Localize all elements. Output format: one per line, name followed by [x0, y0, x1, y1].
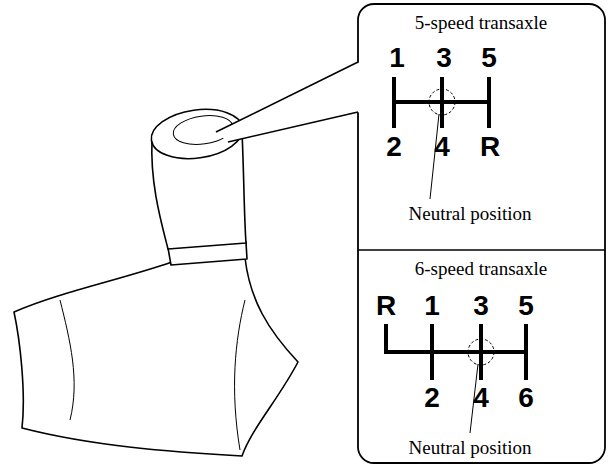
panel-divider	[358, 249, 605, 251]
shift-gate	[394, 100, 489, 104]
gear-label: 1	[389, 44, 405, 72]
callout-box	[358, 4, 605, 463]
gear-label: 5	[518, 292, 534, 320]
shift-gate	[479, 324, 483, 380]
gear-label: 3	[436, 44, 452, 72]
shift-gate	[524, 324, 528, 380]
gear-label: R	[480, 133, 500, 161]
callout-pointer	[216, 62, 360, 142]
shift-gate	[386, 324, 526, 352]
gear-label: 3	[473, 292, 489, 320]
gear-label: 2	[386, 133, 402, 161]
shift-boot	[14, 258, 298, 456]
gear-label: 6	[518, 384, 534, 412]
position-label: Neutral position	[409, 204, 532, 223]
callout-edge	[228, 112, 358, 142]
transaxle-panel: 5-speed transaxle 1 3 5 2 4 R Neutral position	[358, 4, 605, 250]
transaxle-panel: 6-speed transaxleR1 3 5 2 4 6Neutral position	[358, 250, 605, 463]
gear-label: 5	[481, 44, 497, 72]
panel-title: 6-speed transaxle	[415, 259, 547, 278]
gear-label: R	[376, 292, 396, 320]
boot-fold	[235, 300, 245, 450]
gear-label: 4	[434, 133, 450, 161]
gear-label: 1	[424, 292, 440, 320]
gear-label: 2	[424, 384, 440, 412]
position-label: Neutral position	[409, 438, 532, 457]
neutral-marker	[468, 339, 494, 365]
panel-title: 5-speed transaxle	[415, 13, 547, 32]
boot-fold	[60, 300, 74, 420]
neutral-marker	[429, 89, 455, 115]
gear-label: 4	[473, 384, 489, 412]
callout-edge	[216, 62, 358, 132]
shift-gate	[430, 324, 434, 380]
